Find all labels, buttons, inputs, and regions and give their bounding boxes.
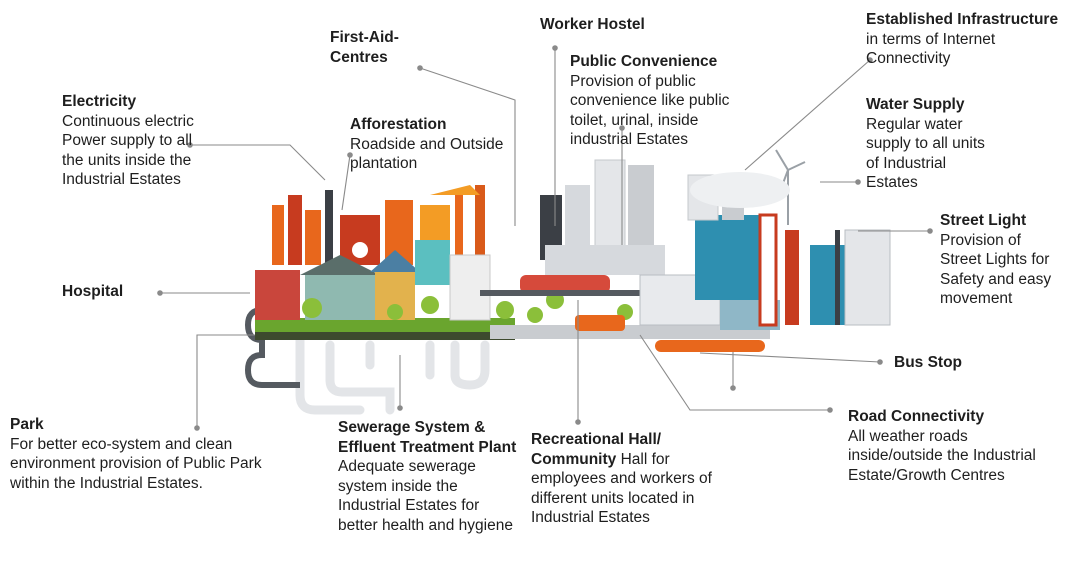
label-bus-stop-title: Bus Stop — [894, 354, 963, 371]
label-recreational-desc: Hall for employees and workers of differ… — [531, 450, 712, 527]
label-street-light-title: Street Light — [940, 212, 1027, 229]
label-park-title: Park — [10, 416, 44, 433]
label-recreational: Recreational Hall/ Community Hall for em… — [531, 430, 741, 528]
sewerage-pipes — [295, 335, 490, 415]
label-sewerage-desc: Adequate sewerage system inside the Indu… — [338, 458, 513, 534]
label-electricity-desc: Continuous electric Power supply to all … — [62, 112, 194, 189]
label-first-aid-title: First-Aid- Centres — [330, 29, 399, 66]
label-infrastructure-desc: in terms of Internet Connectivity — [866, 30, 996, 68]
label-afforestation-title: Afforestation — [350, 116, 447, 133]
label-street-light-desc: Provision of Street Lights for Safety an… — [940, 231, 1052, 308]
label-water-supply: Water Supply Regular water supply to all… — [866, 95, 991, 193]
road — [490, 325, 770, 339]
label-public-convenience-desc: Provision of public convenience like pub… — [570, 72, 730, 149]
label-electricity-title: Electricity — [62, 93, 137, 110]
leader-dots — [157, 45, 933, 431]
pipe-left — [244, 307, 300, 388]
right-industrial — [639, 149, 891, 330]
label-first-aid: First-Aid- Centres — [330, 28, 440, 67]
city-buildings — [480, 159, 665, 296]
label-hospital: Hospital — [62, 282, 162, 302]
label-sewerage: Sewerage System & Effluent Treatment Pla… — [338, 418, 518, 535]
label-afforestation: Afforestation Roadside and Outside plant… — [350, 115, 515, 174]
label-public-convenience: Public Convenience Provision of public c… — [570, 52, 760, 150]
label-street-light: Street Light Provision of Street Lights … — [940, 211, 1065, 309]
label-sewerage-title: Sewerage System & Effluent Treatment Pla… — [338, 419, 517, 456]
label-park-desc: For better eco-system and clean environm… — [10, 435, 262, 492]
label-bus-stop: Bus Stop — [894, 353, 994, 373]
label-afforestation-desc: Roadside and Outside plantation — [350, 135, 504, 173]
label-park: Park For better eco-system and clean env… — [10, 415, 300, 493]
label-worker-hostel: Worker Hostel — [540, 15, 690, 35]
bus — [575, 315, 625, 331]
label-recreational-title: Recreational Hall/ Community — [531, 431, 662, 468]
label-water-supply-title: Water Supply — [866, 96, 965, 113]
factories — [272, 185, 485, 265]
label-electricity: Electricity Continuous electric Power su… — [62, 92, 197, 190]
label-worker-hostel-title: Worker Hostel — [540, 16, 645, 33]
label-water-supply-desc: Regular water supply to all units of Ind… — [866, 115, 985, 192]
label-infrastructure-title: Established Infrastructure — [866, 11, 1059, 28]
label-road-desc: All weather roads inside/outside the Ind… — [848, 427, 1036, 484]
label-infrastructure: Established Infrastructure in terms of I… — [866, 10, 1066, 69]
houses — [255, 240, 491, 321]
label-road: Road Connectivity All weather roads insi… — [848, 407, 1058, 485]
bus-stop-platform — [655, 340, 765, 352]
label-road-title: Road Connectivity — [848, 408, 985, 425]
label-public-convenience-title: Public Convenience — [570, 53, 718, 70]
park-grass — [255, 318, 515, 332]
label-hospital-title: Hospital — [62, 283, 124, 300]
leader-lines — [160, 48, 930, 428]
